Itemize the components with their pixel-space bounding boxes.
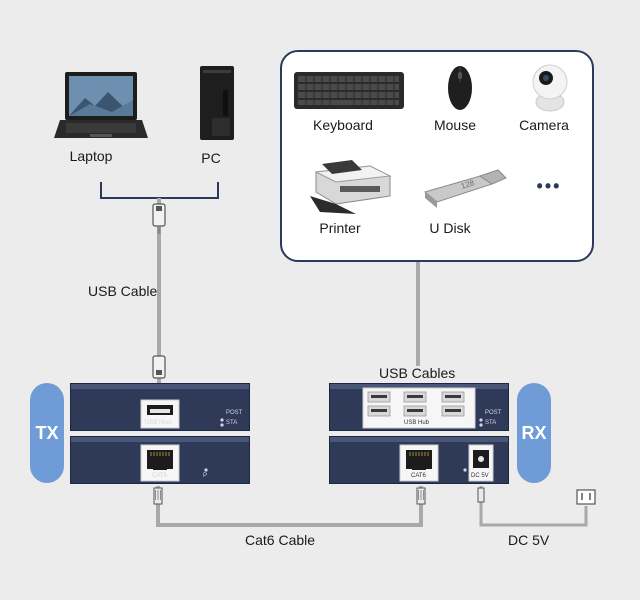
mouse-label: Mouse [433,117,477,133]
power-adapter-icon [576,489,596,505]
cat6-cable-label: Cat6 Cable [245,532,316,548]
rx-led2-label: STA [485,420,497,426]
rx-sta-led [479,423,483,427]
keyboard-icon [294,72,404,109]
dc-cable-line [479,486,588,527]
keyboard-label: Keyboard [313,117,373,133]
rx-led1-label: POST [485,410,502,416]
udisk-engraving: 128 [460,178,476,191]
printer-icon [310,160,392,214]
tx-sta-led [220,423,224,427]
tx-power-led [204,468,208,472]
laptop-icon [54,72,148,138]
rx-usb-port-label: USB Hub [404,420,430,426]
rj45-plug-left-icon [153,487,163,505]
camera-icon [532,64,568,112]
pc-tower-icon [200,66,234,140]
rx-dc-port-label: DC 5V [471,473,489,479]
more-devices-ellipsis: ••• [536,176,562,196]
usb-cable-label: USB Cable [88,283,158,299]
usb-plug-bottom-icon [152,355,166,379]
camera-label: Camera [519,117,569,133]
rx-dc-jack-icon [468,444,494,482]
laptop-label: Laptop [69,148,113,164]
dc-5v-label: DC 5V [508,532,550,548]
tx-led1-label: POST [226,410,243,416]
rx-badge: RX [517,383,551,483]
tx-usb-port-icon [140,399,180,429]
rj45-plug-right-icon [416,487,426,505]
rx-power-led [463,468,467,472]
tx-cat6-port-icon [140,444,180,482]
tx-usb-port-label: USB Host [145,420,172,426]
printer-label: Printer [319,220,361,236]
udisk-label: U Disk [429,220,471,236]
rx-post-led [479,418,483,422]
usb-stick-icon: 128 [423,169,507,208]
dc-plug-icon [477,487,485,503]
usb-plug-top-icon [152,203,166,234]
tx-led3-label: P [203,473,208,479]
tx-led2-label: STA [226,420,238,426]
rx-cat6-port-icon [399,444,439,482]
cat6-cable-line [156,486,423,527]
rx-usb-hub-icon [362,387,476,429]
tx-badge: TX [30,383,64,483]
mouse-icon [448,66,472,110]
tx-cat6-port-label: CAT6 [152,473,167,479]
pc-label: PC [201,150,221,166]
tx-post-led [220,418,224,422]
usb-cables-label: USB Cables [379,365,456,381]
rx-cat6-port-label: CAT6 [411,473,426,479]
